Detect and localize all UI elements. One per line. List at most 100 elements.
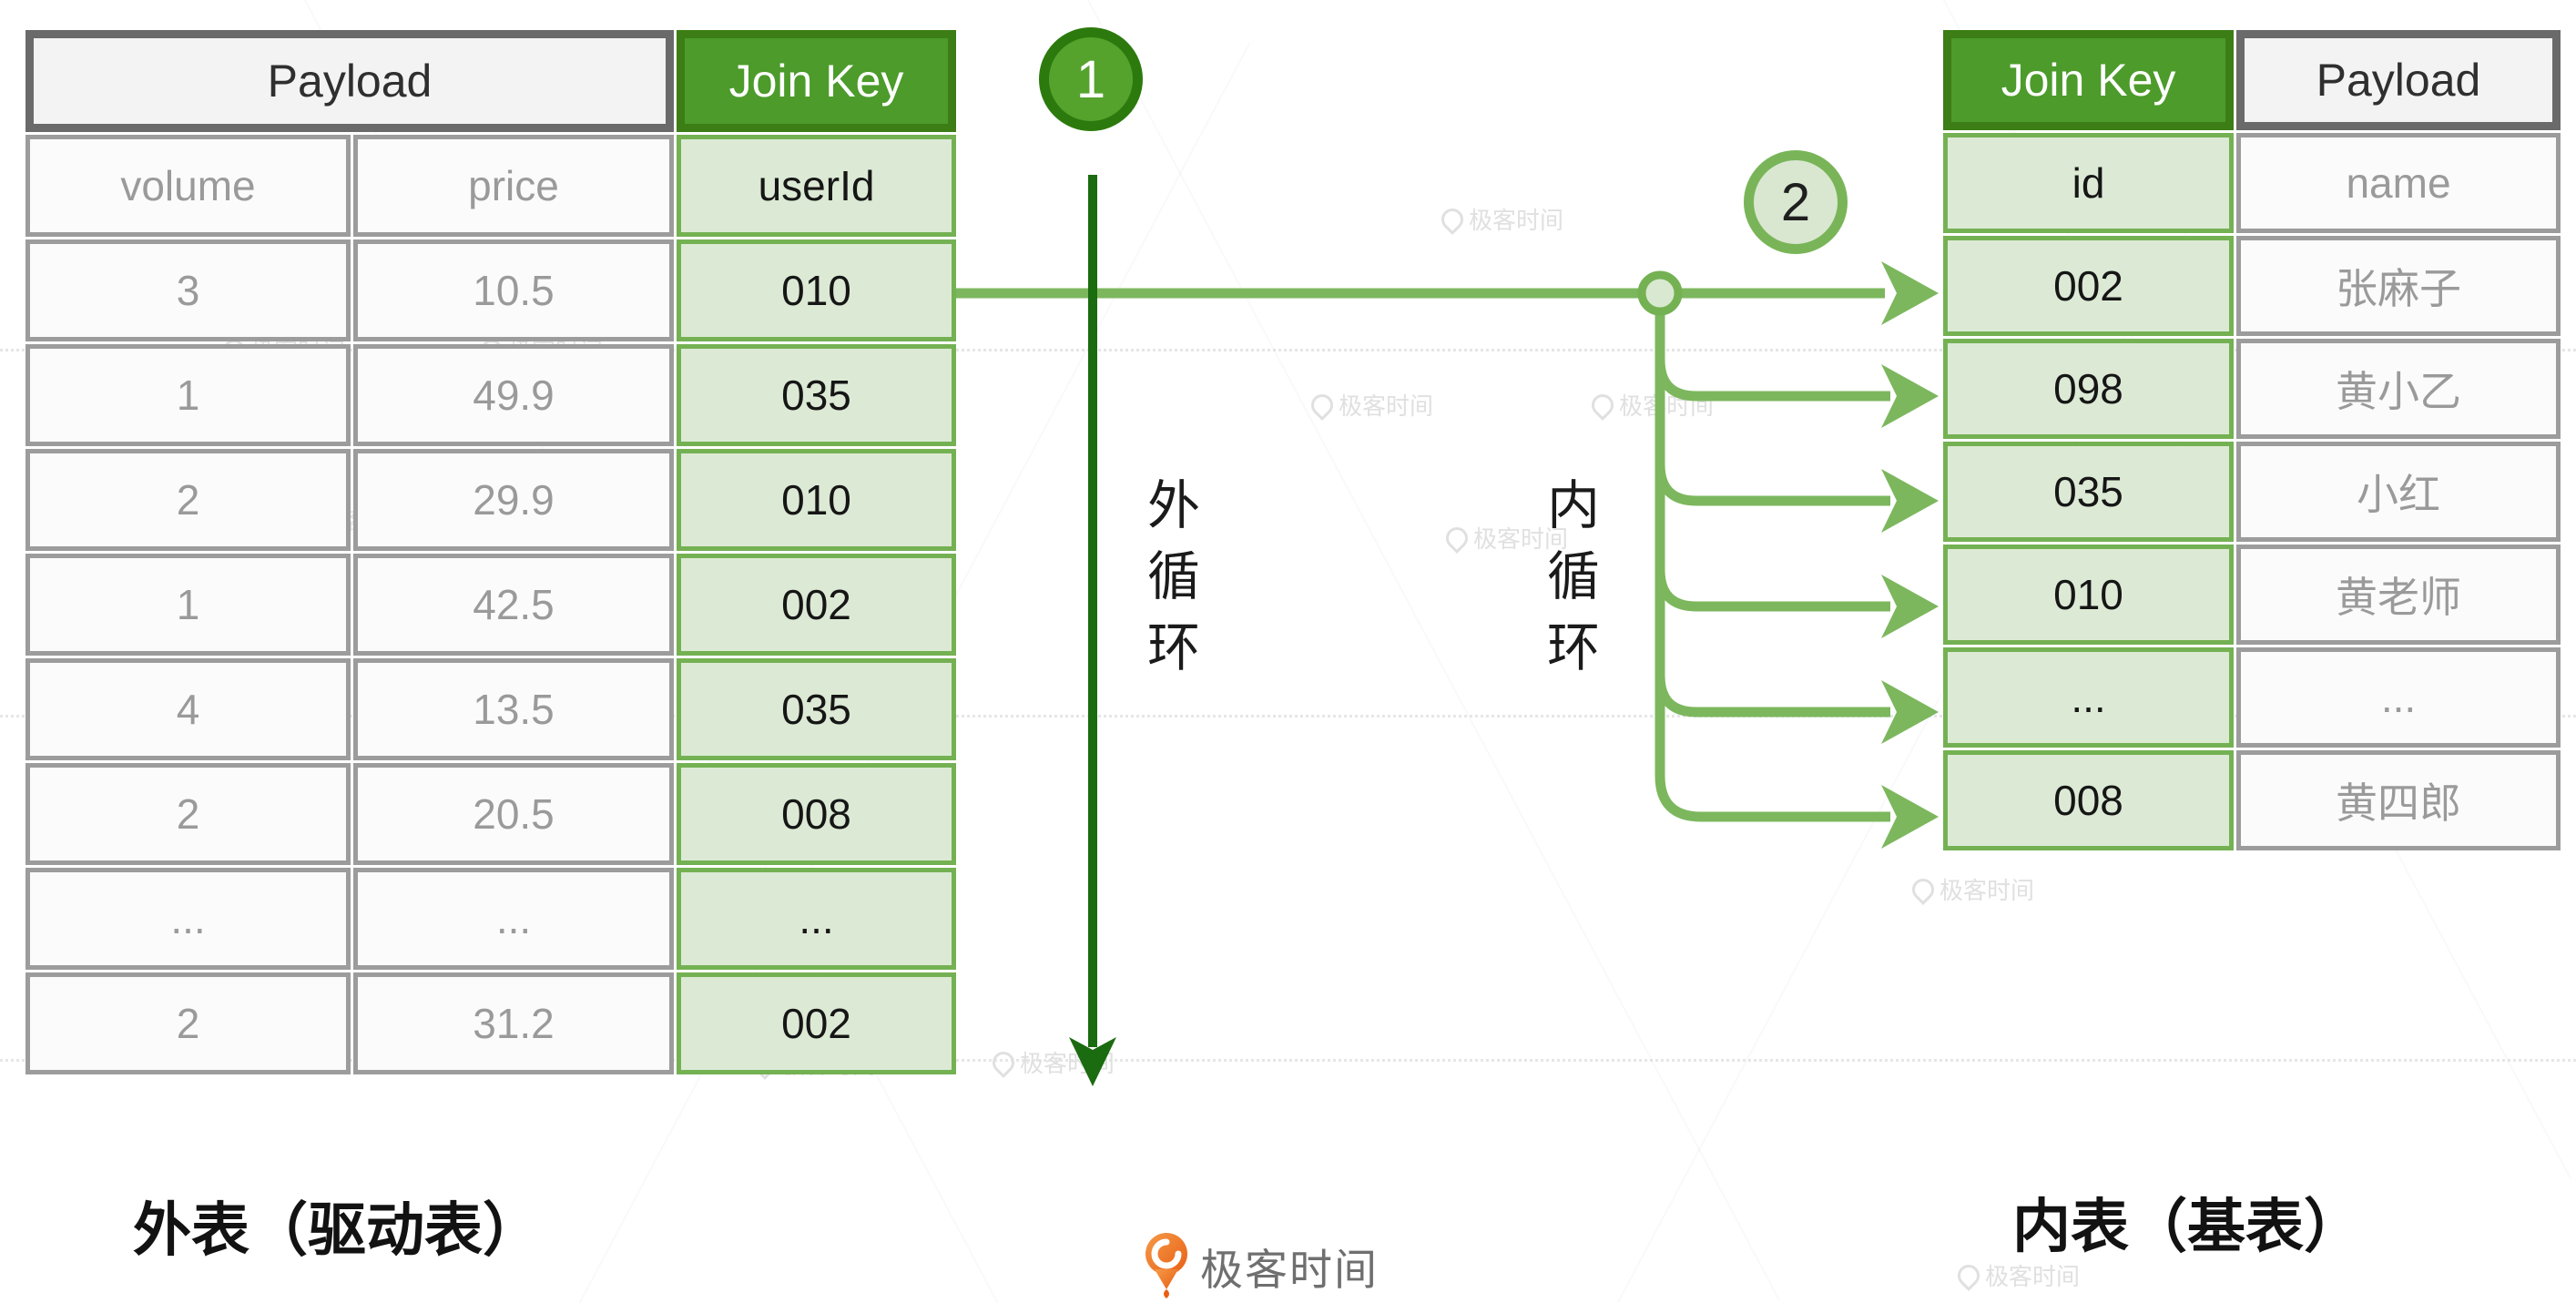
table-row: 2 31.2 002 (25, 972, 957, 1074)
brand-logo-text: 极客时间 (1200, 1245, 1379, 1294)
junction-node (1637, 270, 1683, 316)
table-row: 1 49.9 035 (25, 344, 957, 446)
table-cell: 1 (25, 344, 351, 446)
outer-table-payload-header: Payload (25, 30, 675, 132)
table-cell: 2 (25, 763, 351, 865)
inner-loop-branch-line (1655, 569, 1890, 612)
table-cell: 20.5 (353, 763, 675, 865)
table-cell: 035 (677, 658, 957, 760)
watermark: 极客时间 (1908, 872, 2035, 906)
table-cell: ... (25, 868, 351, 970)
table-row: 4 13.5 035 (25, 658, 957, 760)
watermark-text: 极客时间 (1339, 392, 1434, 420)
column-header-id: id (1943, 133, 2234, 233)
arrowhead-icon (1881, 364, 1939, 428)
column-header-price: price (353, 135, 675, 237)
table-row: Join Key Payload (1943, 30, 2561, 130)
outer-table-joinkey-header: Join Key (677, 30, 957, 132)
table-row: ... ... ... (25, 868, 957, 970)
inner-table-caption: 内表（基表） (2012, 1194, 2362, 1259)
arrowhead-icon (1881, 469, 1939, 533)
step-2-number: 2 (1780, 172, 1811, 232)
table-row: 010 黄老师 (1943, 545, 2561, 645)
watermark-text: 极客时间 (1985, 1263, 2081, 1290)
step-1-number: 1 (1075, 49, 1106, 109)
inner-loop-branch-line (1655, 293, 1890, 822)
table-cell: 098 (1943, 339, 2234, 439)
watermark-text: 极客时间 (1940, 877, 2035, 904)
geektime-logo-icon (1145, 1233, 1187, 1298)
outer-loop-arrowhead-icon (1069, 1037, 1116, 1086)
table-cell: 13.5 (353, 658, 675, 760)
arrowhead-icon (1881, 575, 1939, 638)
table-row: ... ... (1943, 647, 2561, 748)
table-cell: 035 (1943, 442, 2234, 542)
table-cell: 035 (677, 344, 957, 446)
table-cell: 010 (677, 449, 957, 551)
column-header-userid: userId (677, 135, 957, 237)
column-header-volume: volume (25, 135, 351, 237)
table-cell: 010 (677, 239, 957, 341)
table-cell: ... (1943, 647, 2234, 748)
arrowhead-icon (1881, 261, 1939, 325)
table-cell: 29.9 (353, 449, 675, 551)
step-1-badge: 1 (1039, 27, 1143, 131)
dotted-guide-line (0, 715, 2576, 718)
table-cell: 010 (1943, 545, 2234, 645)
table-row: 008 黄四郎 (1943, 750, 2561, 850)
inner-table-payload-header: Payload (2236, 30, 2561, 130)
inner-loop-branch-line (1655, 463, 1890, 506)
table-row: 098 黄小乙 (1943, 339, 2561, 439)
table-cell: 小红 (2236, 442, 2561, 542)
watermark-text: 极客时间 (1469, 207, 1564, 234)
table-cell: 1 (25, 554, 351, 656)
table-cell: 49.9 (353, 344, 675, 446)
table-cell: 黄四郎 (2236, 750, 2561, 850)
outer-table: Payload Join Key volume price userId 3 1… (23, 27, 959, 1077)
dotted-guide-line (0, 1059, 2576, 1062)
watermark-text: 极客时间 (1473, 525, 1569, 553)
watermark: 极客时间 (1307, 388, 1434, 422)
table-cell: 2 (25, 449, 351, 551)
outer-table-caption: 外表（驱动表） (133, 1197, 541, 1263)
table-cell: 002 (677, 554, 957, 656)
table-cell: ... (677, 868, 957, 970)
brand-logo: 极客时间 (1144, 1231, 1379, 1300)
table-cell: 008 (1943, 750, 2234, 850)
table-cell: 008 (677, 763, 957, 865)
table-cell: ... (353, 868, 675, 970)
table-row: 002 张麻子 (1943, 236, 2561, 336)
outer-loop-label: 外循环 (1146, 476, 1200, 677)
table-row: 2 29.9 010 (25, 449, 957, 551)
table-cell: 42.5 (353, 554, 675, 656)
table-cell: 黄老师 (2236, 545, 2561, 645)
table-cell: 2 (25, 972, 351, 1074)
table-cell: 002 (1943, 236, 2234, 336)
inner-loop-branch-line (1655, 675, 1890, 718)
table-row: 035 小红 (1943, 442, 2561, 542)
step-2-badge: 2 (1744, 150, 1848, 254)
table-row: id name (1943, 133, 2561, 233)
table-cell: 10.5 (353, 239, 675, 341)
inner-table-joinkey-header: Join Key (1943, 30, 2234, 130)
table-cell: 002 (677, 972, 957, 1074)
watermark: 极客时间 (1953, 1258, 2081, 1292)
inner-table: Join Key Payload id name 002 张麻子 098 黄小乙… (1940, 27, 2563, 853)
table-cell: 4 (25, 658, 351, 760)
watermark: 极客时间 (1437, 202, 1564, 236)
table-cell: ... (2236, 647, 2561, 748)
table-row: 2 20.5 008 (25, 763, 957, 865)
table-row: volume price userId (25, 135, 957, 237)
table-cell: 31.2 (353, 972, 675, 1074)
arrowhead-icon (1881, 785, 1939, 849)
table-cell: 张麻子 (2236, 236, 2561, 336)
watermark: 极客时间 (1441, 521, 1569, 555)
inner-loop-label: 内循环 (1546, 476, 1600, 677)
table-row: Payload Join Key (25, 30, 957, 132)
arrowhead-icon (1881, 680, 1939, 744)
table-row: 3 10.5 010 (25, 239, 957, 341)
dotted-guide-line (0, 349, 2576, 351)
column-header-name: name (2236, 133, 2561, 233)
